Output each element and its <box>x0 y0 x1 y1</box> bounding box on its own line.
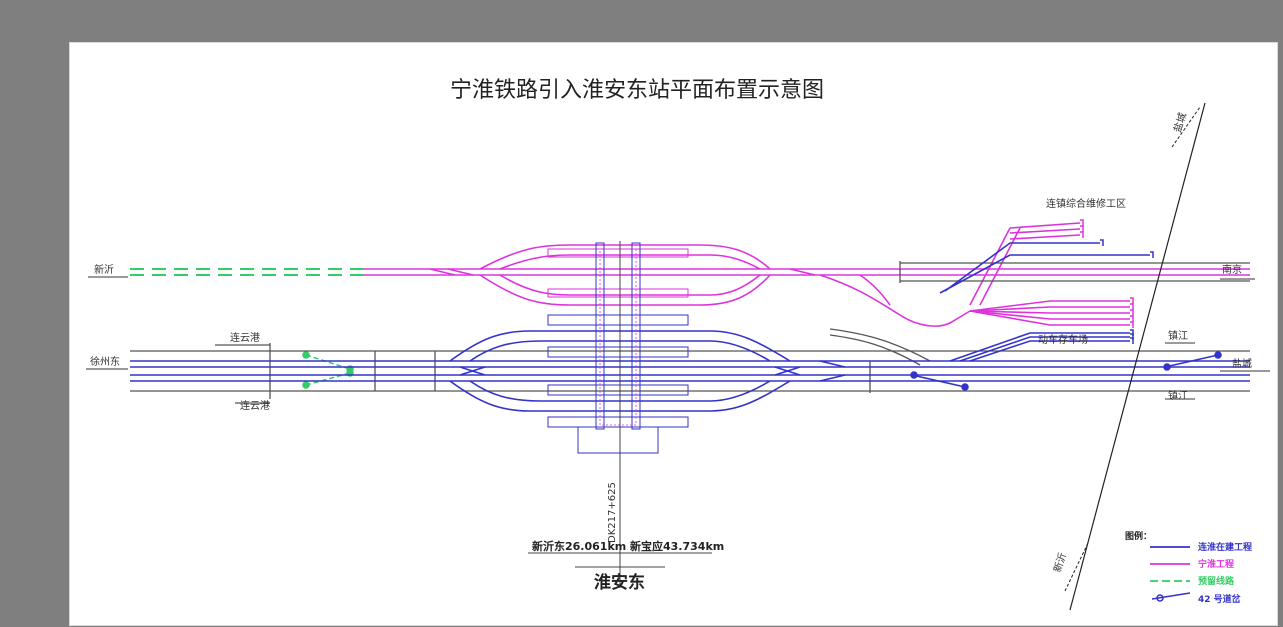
label-lianyungang-top: 连云港 <box>230 331 260 344</box>
legend-item-1: 连淮在建工程 <box>1198 541 1252 553</box>
legend-item-3: 预留线路 <box>1198 575 1235 587</box>
legend-switch-line <box>1151 592 1191 600</box>
label-xinyi: 新沂 <box>94 263 114 276</box>
label-maintenance-area: 连镇综合维修工区 <box>1046 197 1126 210</box>
station-platforms <box>547 242 689 454</box>
legend-item-2: 宁淮工程 <box>1198 558 1234 570</box>
boundary-line <box>1069 102 1206 611</box>
label-zhenjiang-bottom: 镇江 <box>1168 389 1188 402</box>
lianhuai-buffers <box>1100 239 1154 344</box>
label-lower-diagonal: 新沂 <box>1050 551 1069 574</box>
label-nanjing: 南京 <box>1222 263 1242 276</box>
reserved-switches <box>302 351 354 389</box>
label-xuzhou-east: 徐州东 <box>90 355 120 368</box>
end-arrows <box>86 276 1270 400</box>
upper-direction-arrow <box>1171 106 1201 148</box>
station-name: 淮安东 <box>594 572 645 593</box>
reserved-line <box>130 268 365 276</box>
track-layout-diagram: 宁淮铁路引入淮安东站平面布置示意图 <box>86 78 1270 611</box>
legend: 图例： 连淮在建工程 宁淮工程 预留线路 42 号道岔 <box>1125 530 1252 605</box>
label-lianyungang-bottom: 连云港 <box>240 399 270 412</box>
lianhuai-tracks <box>130 242 1250 412</box>
dk-mileage: DK217+625 <box>607 482 618 543</box>
km-left: 新沂东26.061km <box>532 539 626 553</box>
label-zhenjiang-top: 镇江 <box>1168 329 1188 342</box>
legend-switch-icon <box>1156 594 1164 602</box>
label-upper-diagonal: 盐城 <box>1170 111 1189 134</box>
ninghuai-tracks <box>360 222 1250 327</box>
drawing-sheet: 宁淮铁路引入淮安东站平面布置示意图 <box>69 42 1278 626</box>
lower-direction-arrow <box>1064 542 1089 592</box>
lianhuai-switches <box>910 351 1222 391</box>
existing-tracks <box>130 261 1250 404</box>
diagram-title: 宁淮铁路引入淮安东站平面布置示意图 <box>450 78 824 103</box>
label-yancheng: 盐城 <box>1232 357 1252 370</box>
legend-heading: 图例： <box>1125 530 1152 542</box>
label-emu-depot: 动车存车场 <box>1038 333 1088 346</box>
ninghuai-buffers <box>1080 219 1134 328</box>
km-right: 新宝应43.734km <box>630 539 724 553</box>
legend-item-4: 42 号道岔 <box>1198 593 1242 605</box>
